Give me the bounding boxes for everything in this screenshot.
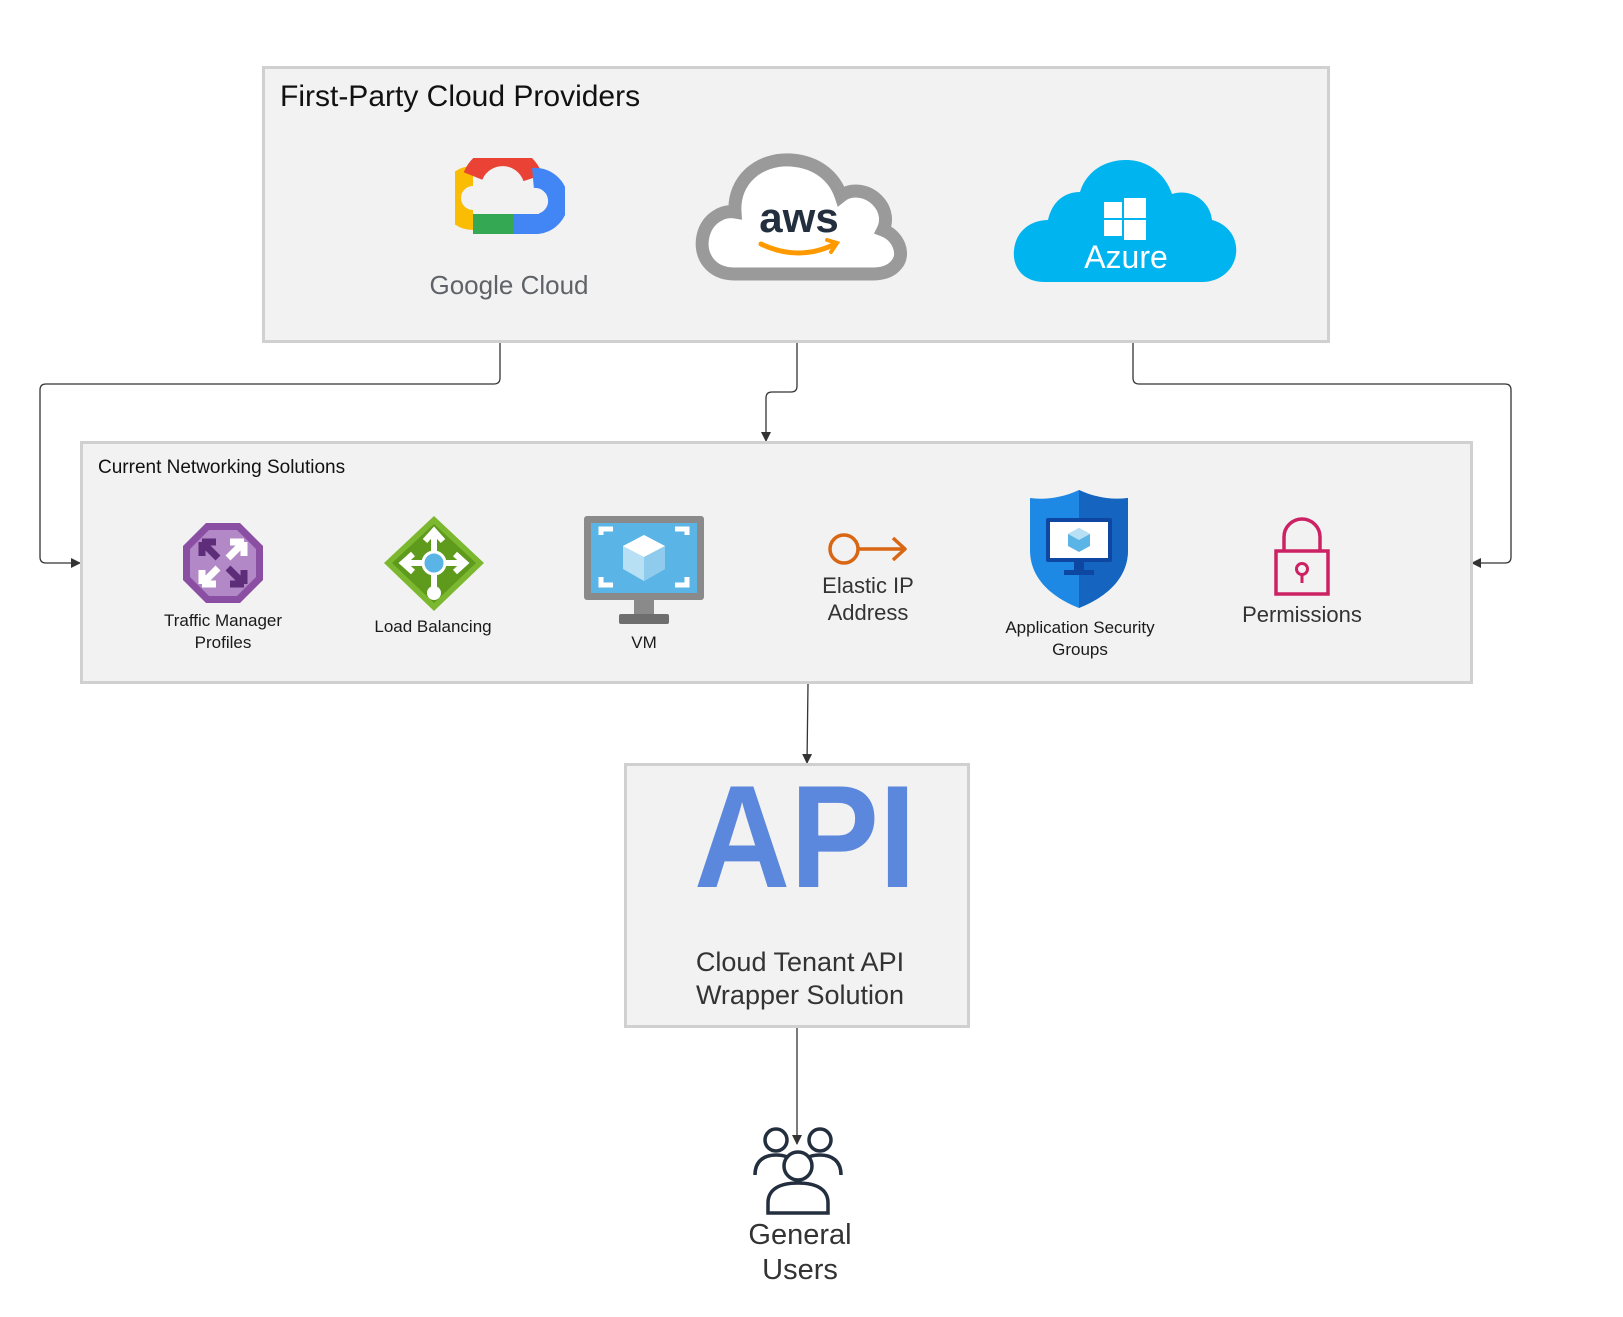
traffic-manager-icon [183,523,263,603]
aws-cloud-logo-icon: aws [695,153,907,281]
api-label-line1: Cloud Tenant API [695,947,905,977]
load-balancing-label: Load Balancing [374,617,492,636]
google-cloud-logo-icon [455,158,565,234]
api-label: Cloud Tenant API Wrapper Solution [696,946,904,1012]
virtual-machine-icon [584,516,704,624]
traffic-manager-label: Traffic Manager Profiles [164,610,282,654]
arrow-aws-to-networking [761,343,798,442]
traffic-manager-label-line2: Profiles [194,633,252,652]
elastic-ip-label-line2: Address [827,600,909,625]
azure-brand: Azure [1084,239,1168,275]
networking-title: Current Networking Solutions [98,457,346,478]
traffic-manager-label-line1: Traffic Manager [163,611,283,630]
padlock-icon [1274,517,1330,596]
general-users-label-line2: Users [762,1254,838,1286]
google-cloud-brand: Google Cloud [429,270,589,300]
load-balancer-icon [384,516,484,611]
arrow-google-to-networking [39,343,501,568]
vm-label: VM [631,633,657,652]
providers-title: First-Party Cloud Providers [280,80,641,113]
app-security-groups-label-line1: Application Security [1005,618,1155,637]
azure-cloud-logo-icon: Azure [1013,160,1237,282]
elastic-ip-label-line1: Elastic IP [822,573,914,598]
api-logo-text: API [694,775,916,895]
app-security-groups-label: Application Security Groups [1005,617,1154,661]
general-users-label-line1: General [748,1219,852,1251]
api-container [624,763,970,1028]
app-security-groups-label-line2: Groups [1052,640,1108,659]
api-logo: API [694,775,916,895]
elastic-ip-label: Elastic IP Address [822,572,914,626]
networking-container [80,441,1473,684]
permissions-label: Permissions [1242,602,1362,627]
arrow-networking-to-api [802,683,813,764]
elastic-ip-key-icon [828,533,907,565]
aws-brand: aws [759,194,838,241]
security-shield-icon [1030,490,1128,608]
users-group-icon [753,1127,843,1215]
arrow-azure-to-networking [1132,343,1512,568]
api-label-line2: Wrapper Solution [695,980,905,1010]
general-users-label: General Users [748,1218,851,1288]
